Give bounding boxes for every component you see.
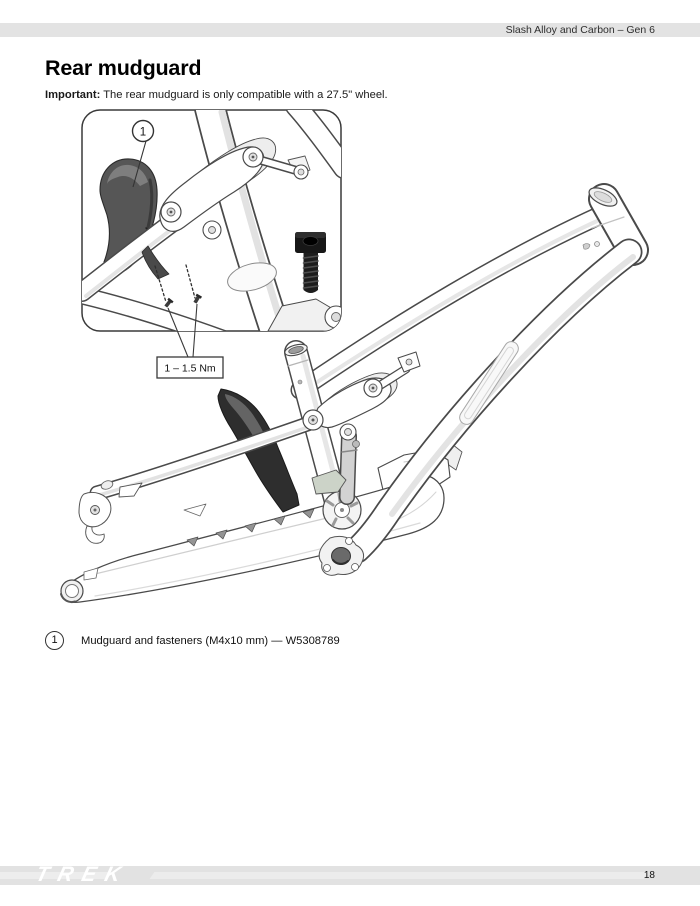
important-label: Important: [45,89,101,101]
inset-illustration [80,110,341,331]
trek-logo: TREK [33,863,133,886]
top-tube [300,210,612,390]
fastener-leader-lines [154,264,202,308]
inset-detail-box: 1 1 – 1.5 Nm [80,109,342,379]
head-tube [582,184,633,250]
rear-shock [342,436,360,497]
derailleur-hanger [85,525,105,544]
torque-label-text: 1 – 1.5 Nm [164,363,216,375]
legend-text: Mudguard and fasteners (M4x10 mm) — W530… [81,634,340,647]
bolt-icon [295,232,326,293]
figure-bike-frame: 1 1 – 1.5 Nm [60,109,700,604]
down-tube [357,252,633,550]
screw-icon [164,297,174,308]
rear-mudguard-shape [217,388,300,513]
cable-port-icon [594,241,600,247]
torque-label: 1 – 1.5 Nm [156,356,224,379]
important-text: The rear mudguard is only compatible wit… [100,89,388,101]
rear-axle-cap [60,579,84,604]
legend-callout-circle: 1 [45,631,64,650]
cable-port-icon [582,243,591,250]
callout-number: 1 [140,127,146,139]
bottom-bracket-shell [318,535,365,576]
page-title: Rear mudguard [45,56,202,80]
rocker-pivot-bolts [302,378,383,441]
header-title: Slash Alloy and Carbon – Gen 6 [505,24,655,36]
page-number: 18 [643,870,655,881]
legend-row: 1 Mudguard and fasteners (M4x10 mm) — W5… [45,631,340,650]
page-footer-bar: TREK 18 [0,863,700,886]
rear-dropout [78,480,143,544]
main-frame-illustration [60,184,633,604]
inset-rocker-link [159,137,311,240]
torque-leader-lines [167,303,198,358]
downtube-logo-plate [459,341,519,425]
rocker-link [302,351,421,441]
important-note: Important: The rear mudguard is only com… [45,89,388,101]
callout-1: 1 [131,119,155,188]
shock-clevis [311,469,347,495]
screw-icon [193,293,202,304]
page-header-bar: Slash Alloy and Carbon – Gen 6 [0,23,700,37]
footer-stripe [149,872,649,879]
